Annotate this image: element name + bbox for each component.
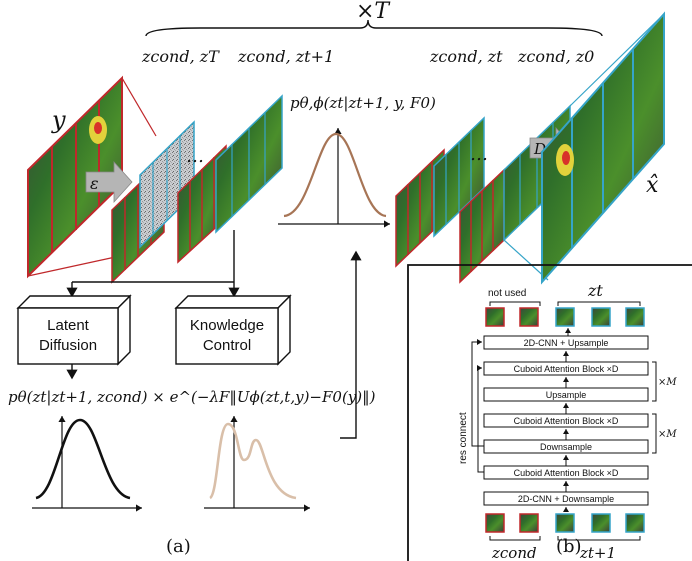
p-joint-label: pθ,ϕ(zt|zt+1, y, F0) xyxy=(290,94,436,112)
repeat-brace xyxy=(145,19,603,37)
z-cond-bottom-label: zcond xyxy=(491,544,537,561)
y-label: y xyxy=(51,106,66,134)
dots-left: … xyxy=(186,146,204,167)
times-m-upper: ×M xyxy=(658,377,677,388)
x-hat-label: x̂ xyxy=(646,173,659,198)
bottom-cond-frame-1 xyxy=(485,513,505,533)
latent-frames-zt xyxy=(395,116,485,268)
latent-diffusion-line2: Diffusion xyxy=(39,337,97,354)
bottom-zt1-frame-2 xyxy=(591,513,611,533)
layer-cuboid-attn-3: Cuboid Attention Block ×D xyxy=(514,468,619,478)
repeat-label: ×T xyxy=(356,0,391,24)
bottom-cond-frame-2 xyxy=(519,513,539,533)
z-cond-T-label: zcond, zT xyxy=(141,47,220,66)
beige-bimodal-curve xyxy=(208,422,297,500)
latent-frames-zt1 xyxy=(177,94,283,264)
knowledge-control-line1: Knowledge xyxy=(190,317,264,334)
encoder-arrow: ε xyxy=(85,160,133,204)
p-latent-formula: pθ(zt|zt+1, zcond) × e^(−λF‖Uϕ(zt,t,y)−F… xyxy=(8,388,376,406)
layer-downsample: Downsample xyxy=(540,442,592,452)
top-cond-frame-1 xyxy=(485,307,505,327)
zt-top-label: zt xyxy=(587,281,603,300)
knowledge-control-line2: Control xyxy=(203,337,251,354)
middle-distribution-plot xyxy=(278,128,390,228)
caption-a: (a) xyxy=(166,536,191,557)
network-panel: not used zt 2D-CNN + Upsample Cuboid Att… xyxy=(458,281,677,561)
output-frames-x-hat xyxy=(541,11,665,285)
top-zt-frame-1 xyxy=(555,307,575,327)
z-cond-t1-label: zcond, zt+1 xyxy=(237,47,334,66)
top-zt-frame-3 xyxy=(625,307,645,327)
res-connect-label: res connect xyxy=(458,412,469,464)
layer-upsample-cnn: 2D-CNN + Upsample xyxy=(524,338,609,348)
layer-cuboid-attn-2: Cuboid Attention Block ×D xyxy=(514,416,619,426)
caption-b: (b) xyxy=(556,536,582,557)
bottom-zt1-frame-3 xyxy=(625,513,645,533)
knowledge-control-box: Knowledge Control xyxy=(174,294,292,366)
layer-downsample-cnn: 2D-CNN + Downsample xyxy=(518,494,614,504)
times-m-lower: ×M xyxy=(658,429,677,440)
dots-right: … xyxy=(470,144,488,165)
encoder-label: ε xyxy=(90,174,99,193)
top-zt-frame-2 xyxy=(591,307,611,327)
latent-diffusion-line1: Latent xyxy=(47,317,90,334)
z-cond-0-label: zcond, z0 xyxy=(517,47,594,66)
top-cond-frame-2 xyxy=(519,307,539,327)
latent-frames-zT xyxy=(111,120,195,284)
z-t1-bottom-label: zt+1 xyxy=(579,544,616,561)
not-used-label: not used xyxy=(488,288,526,299)
middle-gaussian-curve xyxy=(283,132,387,218)
latent-diffusion-distribution-plot xyxy=(32,416,142,512)
layer-cuboid-attn-1: Cuboid Attention Block ×D xyxy=(514,364,619,374)
layer-upsample: Upsample xyxy=(546,390,587,400)
bottom-zt1-frame-1 xyxy=(555,513,575,533)
z-cond-t-label: zcond, zt xyxy=(429,47,503,66)
latent-diffusion-box: Latent Diffusion xyxy=(16,294,132,366)
dark-gaussian-curve xyxy=(35,418,131,500)
knowledge-control-distribution-plot xyxy=(204,416,310,512)
